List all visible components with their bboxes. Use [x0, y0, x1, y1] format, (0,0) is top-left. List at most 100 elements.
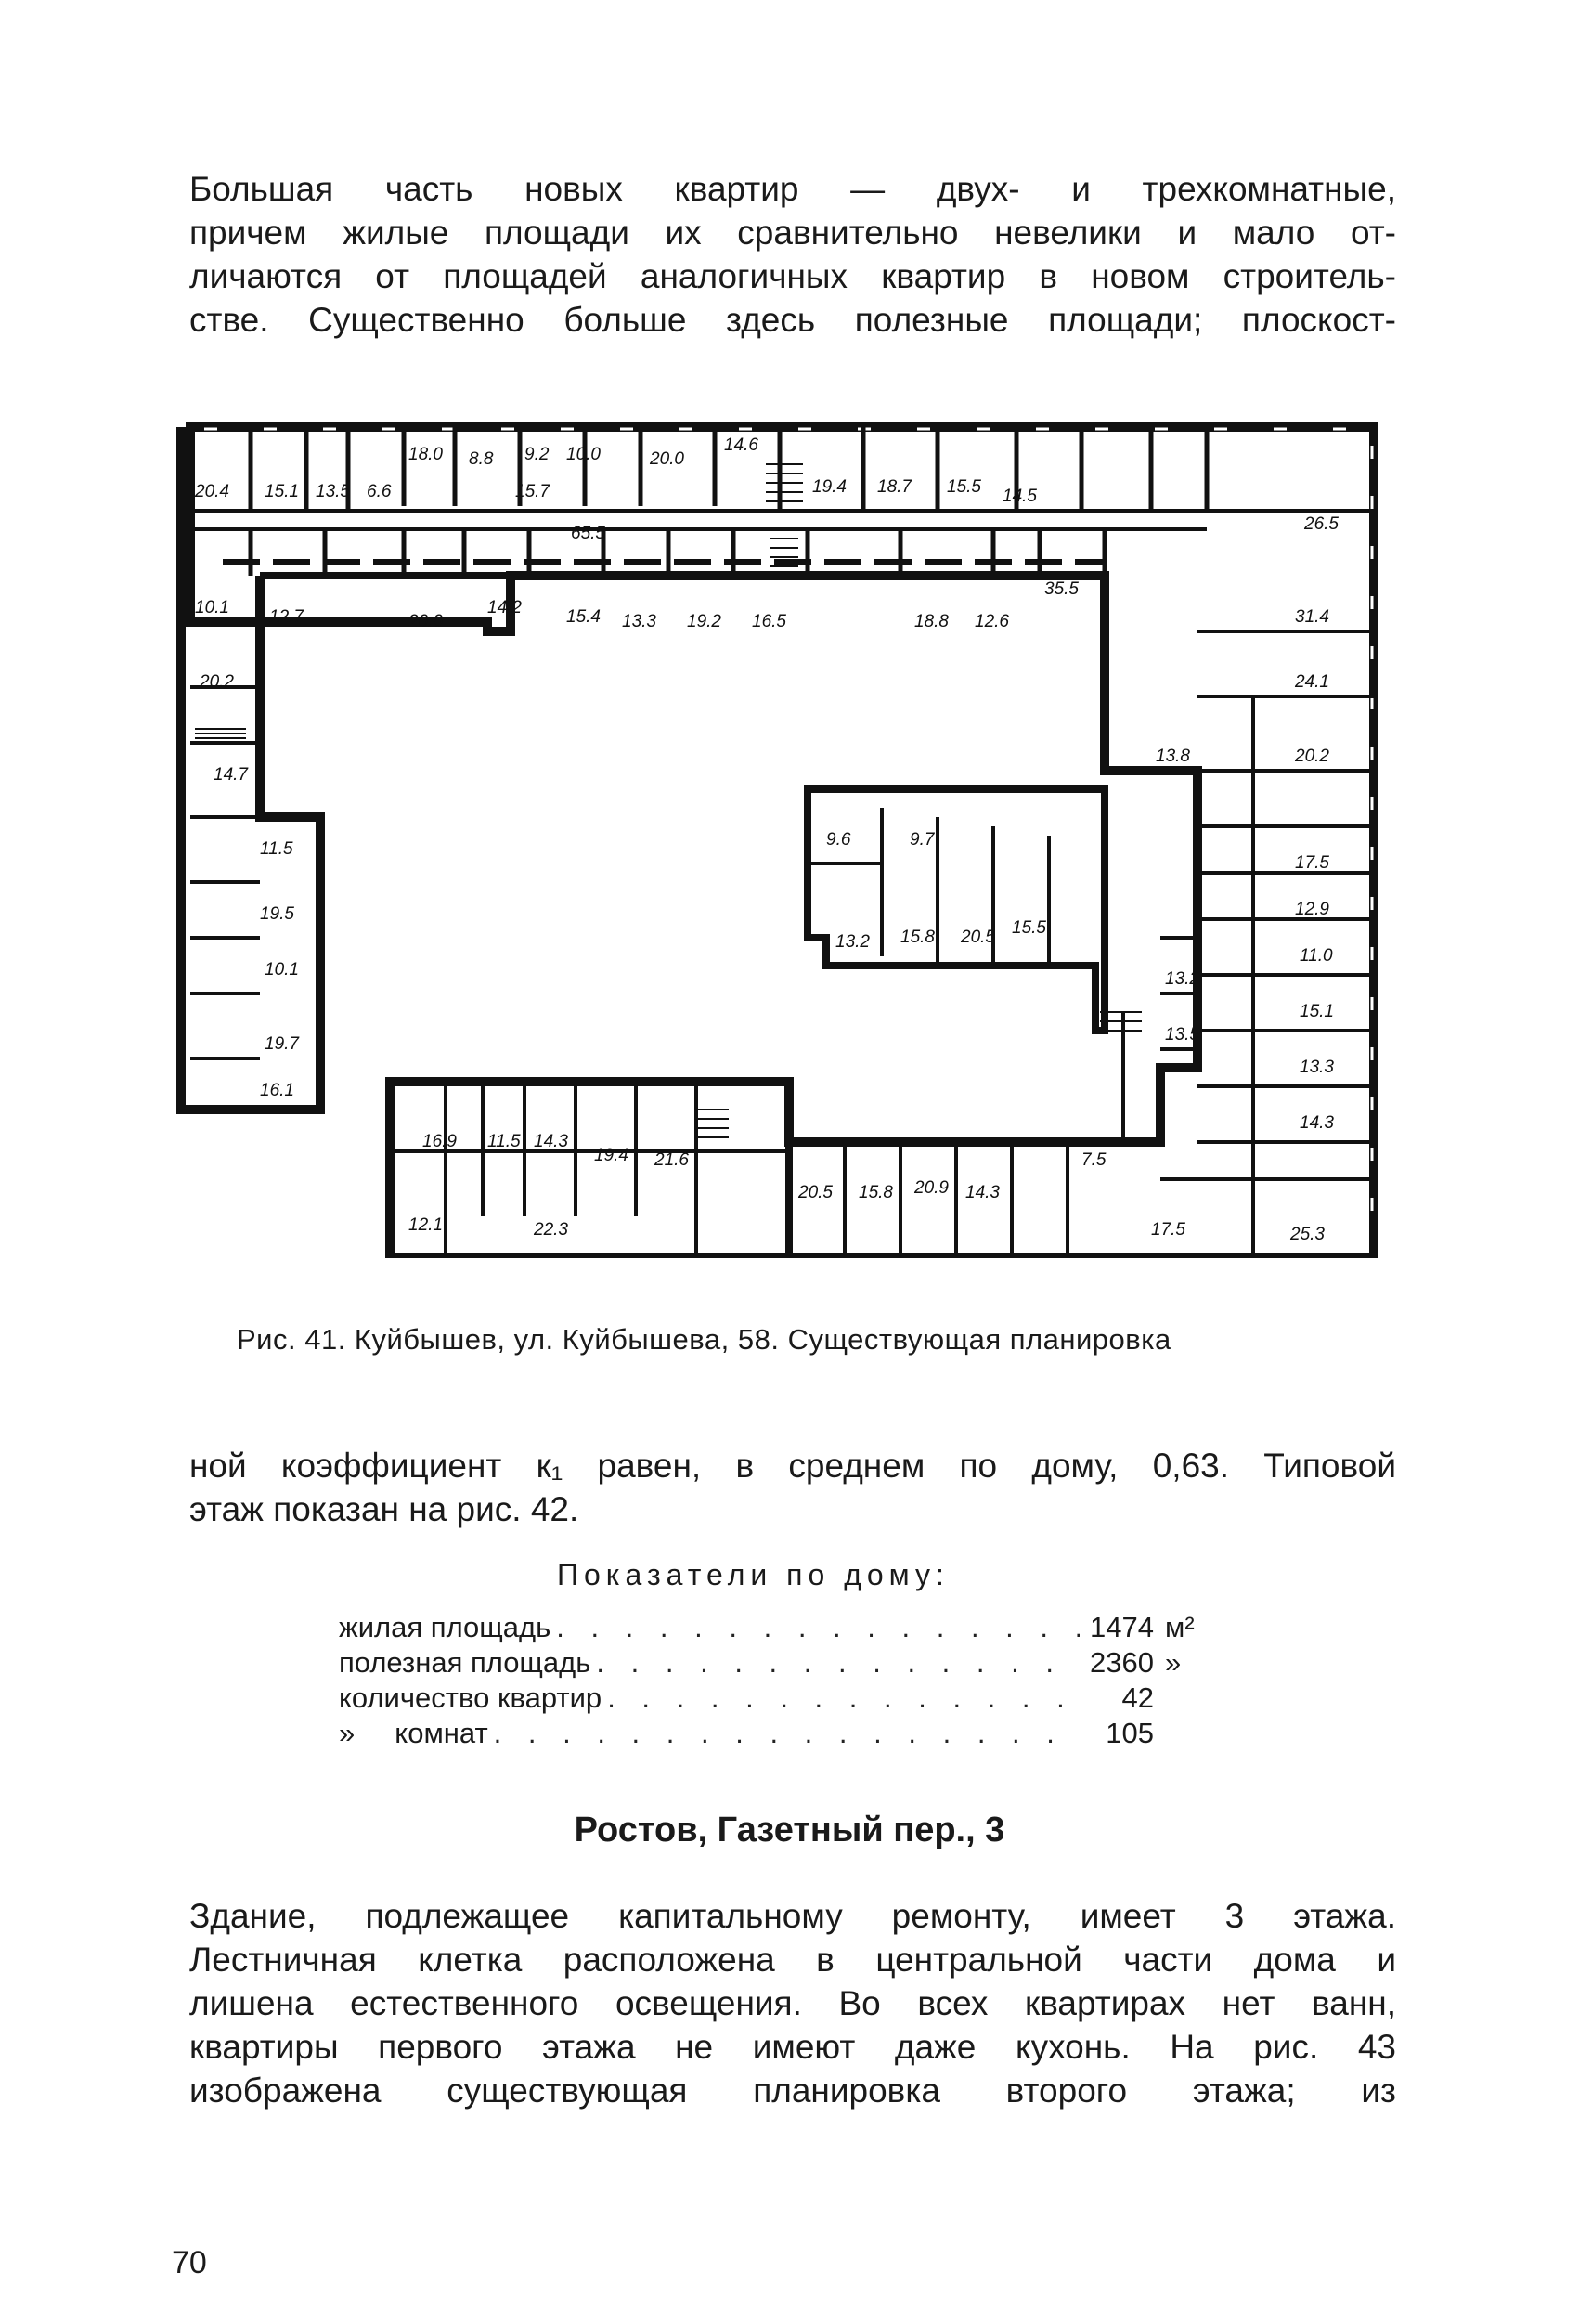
- leader-dots: . . . . . . . . . . . . . . . . . . . . …: [607, 1681, 1080, 1714]
- room-area-label: 20.5: [797, 1183, 833, 1202]
- room-area-label: 14.5: [1003, 487, 1037, 506]
- room-area-label: 19.4: [594, 1146, 628, 1165]
- plan-partitions: [390, 1086, 1374, 1253]
- room-area-label: 9.7: [910, 830, 936, 850]
- room-area-label: 17.5: [1295, 853, 1329, 873]
- stats-value: 42: [1121, 1681, 1154, 1714]
- room-area-label: 20.2: [1294, 747, 1329, 766]
- plan-partitions: [248, 529, 1107, 631]
- paragraph-middle: ной коэффициент к₁ равен, в среднем по д…: [189, 1444, 1396, 1531]
- room-area-label: 14.7: [214, 765, 249, 785]
- room-area-label: 20.2: [199, 672, 234, 692]
- room-area-label: 18.7: [877, 477, 912, 497]
- plan-left-wing-wall: [176, 427, 325, 1114]
- plan-bottom-block-wall: [386, 1082, 793, 1258]
- room-area-label: 11.0: [1300, 946, 1333, 966]
- room-area-label: 11.5: [260, 839, 293, 859]
- plan-partitions: [1160, 936, 1197, 1051]
- room-area-label: 16.1: [260, 1081, 294, 1100]
- room-area-label: 12.6: [975, 612, 1009, 631]
- room-area-label: 20.9: [913, 1178, 949, 1198]
- paragraph-section: Здание, подлежащее капитальному ремонту,…: [189, 1894, 1396, 2112]
- room-area-label: 21.6: [654, 1150, 689, 1170]
- stats-table: жилая площадь . . . . . . . . . . . . . …: [339, 1611, 1230, 1752]
- stats-value: 1474: [1090, 1611, 1154, 1643]
- room-area-label: 8.8: [469, 449, 494, 469]
- plan-partitions: [248, 427, 1210, 511]
- text-line: причем жилые площади их сравнительно нев…: [189, 214, 1396, 252]
- room-area-label: 22.3: [533, 1220, 568, 1240]
- room-area-label: 65.5: [571, 524, 605, 543]
- room-area-label: 14.3: [965, 1183, 1000, 1202]
- plan-partitions: [190, 509, 1374, 531]
- section-title: Ростов, Газетный пер., 3: [574, 1811, 1005, 1850]
- room-area-label: 16.9: [422, 1132, 457, 1151]
- room-area-label: 10.0: [566, 445, 601, 464]
- room-area-label: 14.2: [487, 598, 522, 617]
- plan-stairs: [195, 463, 1142, 1138]
- text-line: Большая часть новых квартир — двух- и тр…: [189, 170, 1396, 208]
- room-area-label: 25.3: [1289, 1225, 1325, 1244]
- room-area-label: 15.8: [900, 928, 935, 947]
- stats-label: жилая площадь: [339, 1611, 551, 1643]
- room-area-label: 13.3: [1300, 1058, 1334, 1077]
- stats-label: полезная площадь: [339, 1646, 591, 1679]
- text-line: этаж показан на рис. 42.: [189, 1490, 579, 1528]
- room-area-label: 12.7: [269, 607, 304, 627]
- room-area-label: 24.1: [1294, 672, 1329, 692]
- room-area-label: 15.5: [947, 477, 981, 497]
- room-area-label: 20.0: [649, 449, 684, 469]
- room-area-label: 13.5: [316, 482, 350, 501]
- plan-partitions: [1121, 696, 1255, 1253]
- text-line: квартиры первого этажа не имеют даже кух…: [189, 2028, 1396, 2066]
- room-area-label: 13.3: [622, 612, 656, 631]
- text-line: стве. Существенно больше здесь полезные …: [189, 301, 1396, 339]
- plan-partitions: [1197, 630, 1374, 1144]
- room-area-label: 15.5: [1012, 918, 1046, 938]
- room-area-label: 20.4: [194, 482, 229, 501]
- room-area-label: 9.2: [524, 445, 550, 464]
- room-area-label: 26.5: [1303, 514, 1339, 534]
- leader-dots: . . . . . . . . . . . . . . . . . . . . …: [556, 1611, 1080, 1643]
- stats-value: 2360: [1090, 1646, 1154, 1679]
- stats-value: 105: [1106, 1717, 1154, 1749]
- floor-plan: 20.4 15.1 13.5 18.0 6.6 8.8 15.7 9.2 10.…: [176, 422, 1378, 1258]
- room-area-label: 13.2: [1165, 969, 1199, 989]
- room-area-label: 12.9: [1295, 900, 1329, 919]
- text-line: лишена естественного освещения. Во всех …: [189, 1984, 1396, 2022]
- plan-partitions: [190, 685, 260, 1060]
- room-area-label: 14.3: [534, 1132, 568, 1151]
- leader-dots: . . . . . . . . . . . . . . . . . . . . …: [493, 1717, 1080, 1749]
- stats-heading: Показатели по дому:: [557, 1558, 950, 1591]
- plan-inner-block-wall: [804, 785, 1108, 1034]
- room-area-label: 10.1: [195, 598, 229, 617]
- room-area-label: 18.0: [408, 445, 443, 464]
- room-area-label: 17.5: [1151, 1220, 1185, 1240]
- room-area-label: 14.6: [724, 435, 758, 455]
- stats-row: количество квартир . . . . . . . . . . .…: [339, 1681, 1230, 1717]
- text-line: ной коэффициент к₁ равен, в среднем по д…: [189, 1447, 1396, 1485]
- stats-row: » комнат . . . . . . . . . . . . . . . .…: [339, 1717, 1230, 1752]
- stats-row: полезная площадь . . . . . . . . . . . .…: [339, 1646, 1230, 1681]
- room-area-label: 15.1: [1300, 1002, 1334, 1021]
- room-area-label: 15.8: [859, 1183, 893, 1202]
- room-area-label: 19.7: [265, 1034, 300, 1054]
- text-line: личаются от площадей аналогичных квартир…: [189, 257, 1396, 295]
- figure-caption: Рис. 41. Куйбышев, ул. Куйбышева, 58. Су…: [237, 1323, 1171, 1356]
- room-area-label: 15.7: [515, 482, 550, 501]
- text-line: Лестничная клетка расположена в централь…: [189, 1941, 1396, 1979]
- room-area-label: 31.4: [1295, 607, 1329, 627]
- room-area-label: 16.5: [752, 612, 786, 631]
- room-area-label: 20.5: [960, 928, 995, 947]
- room-area-label: 19.4: [812, 477, 847, 497]
- room-area-label: 7.5: [1081, 1150, 1107, 1170]
- room-area-label: 20.0: [408, 612, 443, 631]
- text-line: Здание, подлежащее капитальному ремонту,…: [189, 1897, 1396, 1935]
- room-area-label: 13.2: [835, 932, 870, 952]
- room-area-label: 11.5: [487, 1132, 521, 1151]
- room-area-label: 12.1: [408, 1215, 443, 1235]
- room-area-label: 35.5: [1044, 579, 1079, 599]
- room-area-label: 19.2: [687, 612, 721, 631]
- room-area-label: 14.3: [1300, 1113, 1334, 1133]
